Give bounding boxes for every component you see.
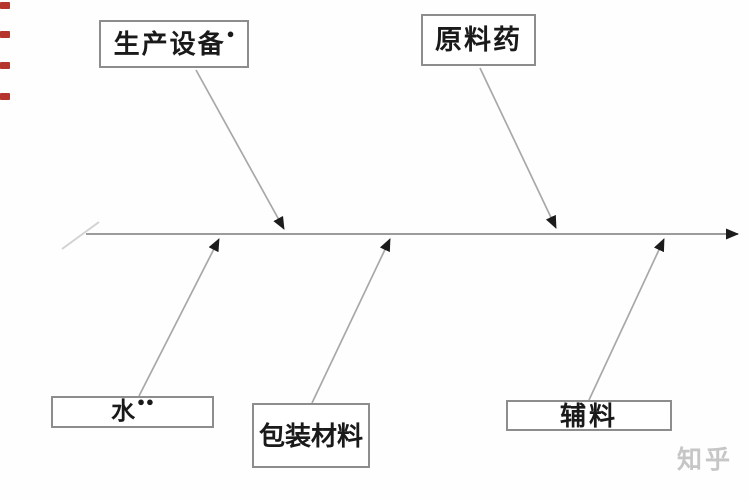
cause-mark-double-dot: ●● bbox=[137, 393, 155, 409]
red-edge-mark bbox=[0, 31, 10, 38]
cause-box-production-equipment: 生产设备● bbox=[99, 20, 249, 68]
cause-label-water: 水 bbox=[111, 398, 137, 425]
cause-box-raw-material: 原料药 bbox=[421, 14, 536, 66]
bone-excipient bbox=[588, 238, 665, 401]
cause-box-packaging-material: 包装材料 bbox=[252, 403, 370, 468]
zhihu-watermark: 知乎 bbox=[677, 446, 734, 474]
bone-packaging-material bbox=[311, 238, 391, 404]
cause-label-raw-material: 原料药 bbox=[435, 24, 522, 55]
cause-label-packaging-material: 包装材料 bbox=[258, 420, 363, 451]
red-edge-mark bbox=[0, 62, 10, 69]
cause-label-production-equipment: 生产设备 bbox=[113, 29, 226, 59]
cause-box-water: 水●● bbox=[51, 393, 214, 428]
red-edge-mark bbox=[0, 93, 10, 100]
bone-water bbox=[138, 238, 220, 397]
cause-mark-dot: ● bbox=[226, 25, 236, 41]
cause-box-excipient: 辅料 bbox=[506, 400, 672, 431]
red-edge-mark bbox=[0, 2, 10, 9]
cause-label-excipient: 辅料 bbox=[559, 400, 618, 431]
bone-production-equipment bbox=[195, 69, 285, 230]
spine-start-slash bbox=[61, 221, 100, 250]
bone-raw-material bbox=[479, 67, 557, 229]
